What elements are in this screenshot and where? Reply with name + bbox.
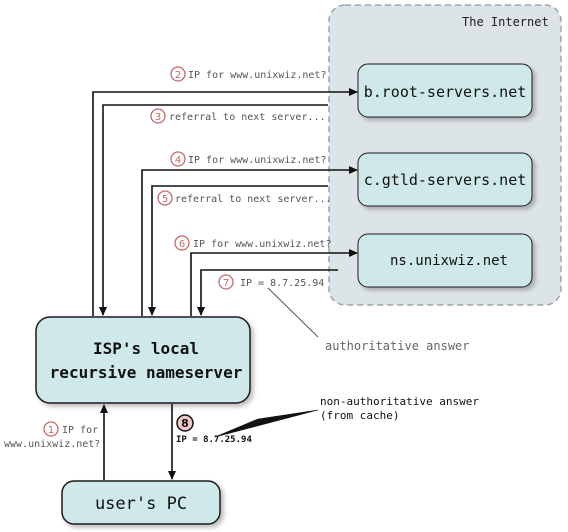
arrow-query-root: [92, 88, 358, 316]
svg-text:7: 7: [223, 278, 229, 289]
svg-text:6: 6: [179, 239, 185, 250]
arrow-referral-gtld: [148, 185, 328, 316]
svg-text:IP = 8.7.25.94: IP = 8.7.25.94: [240, 278, 324, 289]
svg-text:IP for www.unixwiz.net?: IP for www.unixwiz.net?: [188, 155, 326, 166]
non-authoritative-pointer: [214, 409, 319, 438]
step-3-label: 3 referral to next server...: [150, 108, 326, 124]
arrow-answer-auth: [197, 269, 338, 316]
isp-nameserver-node: ISP's local recursive nameserver: [35, 316, 251, 404]
isp-label-line2: recursive nameserver: [50, 363, 243, 382]
svg-text:IP for: IP for: [62, 425, 98, 436]
auth-server-node: ns.unixwiz.net: [357, 233, 533, 288]
step-6-label: 6 IP for www.unixwiz.net?: [174, 235, 331, 251]
step-4-label: 4 IP for www.unixwiz.net?: [170, 151, 326, 167]
arrow-query-auth: [190, 249, 358, 316]
svg-text:www.unixwiz.net?: www.unixwiz.net?: [4, 439, 100, 450]
arrow-query-gtld: [141, 166, 358, 316]
svg-text:IP for www.unixwiz.net?: IP for www.unixwiz.net?: [193, 239, 331, 250]
svg-text:5: 5: [162, 194, 168, 205]
auth-server-label: ns.unixwiz.net: [390, 253, 508, 269]
svg-text:2: 2: [175, 70, 181, 81]
step-7-label: 7 IP = 8.7.25.94: [218, 274, 324, 290]
svg-text:IP for www.unixwiz.net?: IP for www.unixwiz.net?: [188, 70, 326, 81]
internet-label: The Internet: [462, 15, 549, 29]
gtld-server-node: c.gtld-servers.net: [357, 152, 533, 207]
root-server-label: b.root-servers.net: [364, 83, 527, 101]
svg-text:3: 3: [155, 112, 161, 123]
step-8-label: 8 IP = 8.7.25.94: [176, 414, 252, 445]
step-1-label: 1 IP for www.unixwiz.net?: [4, 421, 100, 450]
svg-text:1: 1: [48, 425, 54, 436]
arrow-referral-root: [99, 104, 328, 316]
user-pc-node: user's PC: [61, 480, 221, 525]
step-2-label: 2 IP for www.unixwiz.net?: [170, 66, 326, 82]
svg-text:8: 8: [181, 417, 189, 430]
isp-label-line1: ISP's local: [93, 339, 199, 358]
user-pc-label: user's PC: [95, 494, 187, 514]
svg-text:referral to next server...: referral to next server...: [169, 112, 326, 123]
authoritative-answer-note: authoritative answer: [325, 339, 470, 353]
non-authoritative-note-line2: (from cache): [320, 409, 399, 422]
svg-text:IP = 8.7.25.94: IP = 8.7.25.94: [176, 435, 252, 445]
step-5-label: 5 referral to next server...: [157, 190, 332, 206]
svg-text:referral to next server...: referral to next server...: [175, 194, 332, 205]
root-server-node: b.root-servers.net: [357, 63, 533, 118]
gtld-server-label: c.gtld-servers.net: [364, 171, 527, 189]
svg-text:4: 4: [175, 155, 181, 166]
authoritative-pointer: [267, 287, 319, 338]
non-authoritative-note-line1: non-authoritative answer: [320, 395, 479, 408]
